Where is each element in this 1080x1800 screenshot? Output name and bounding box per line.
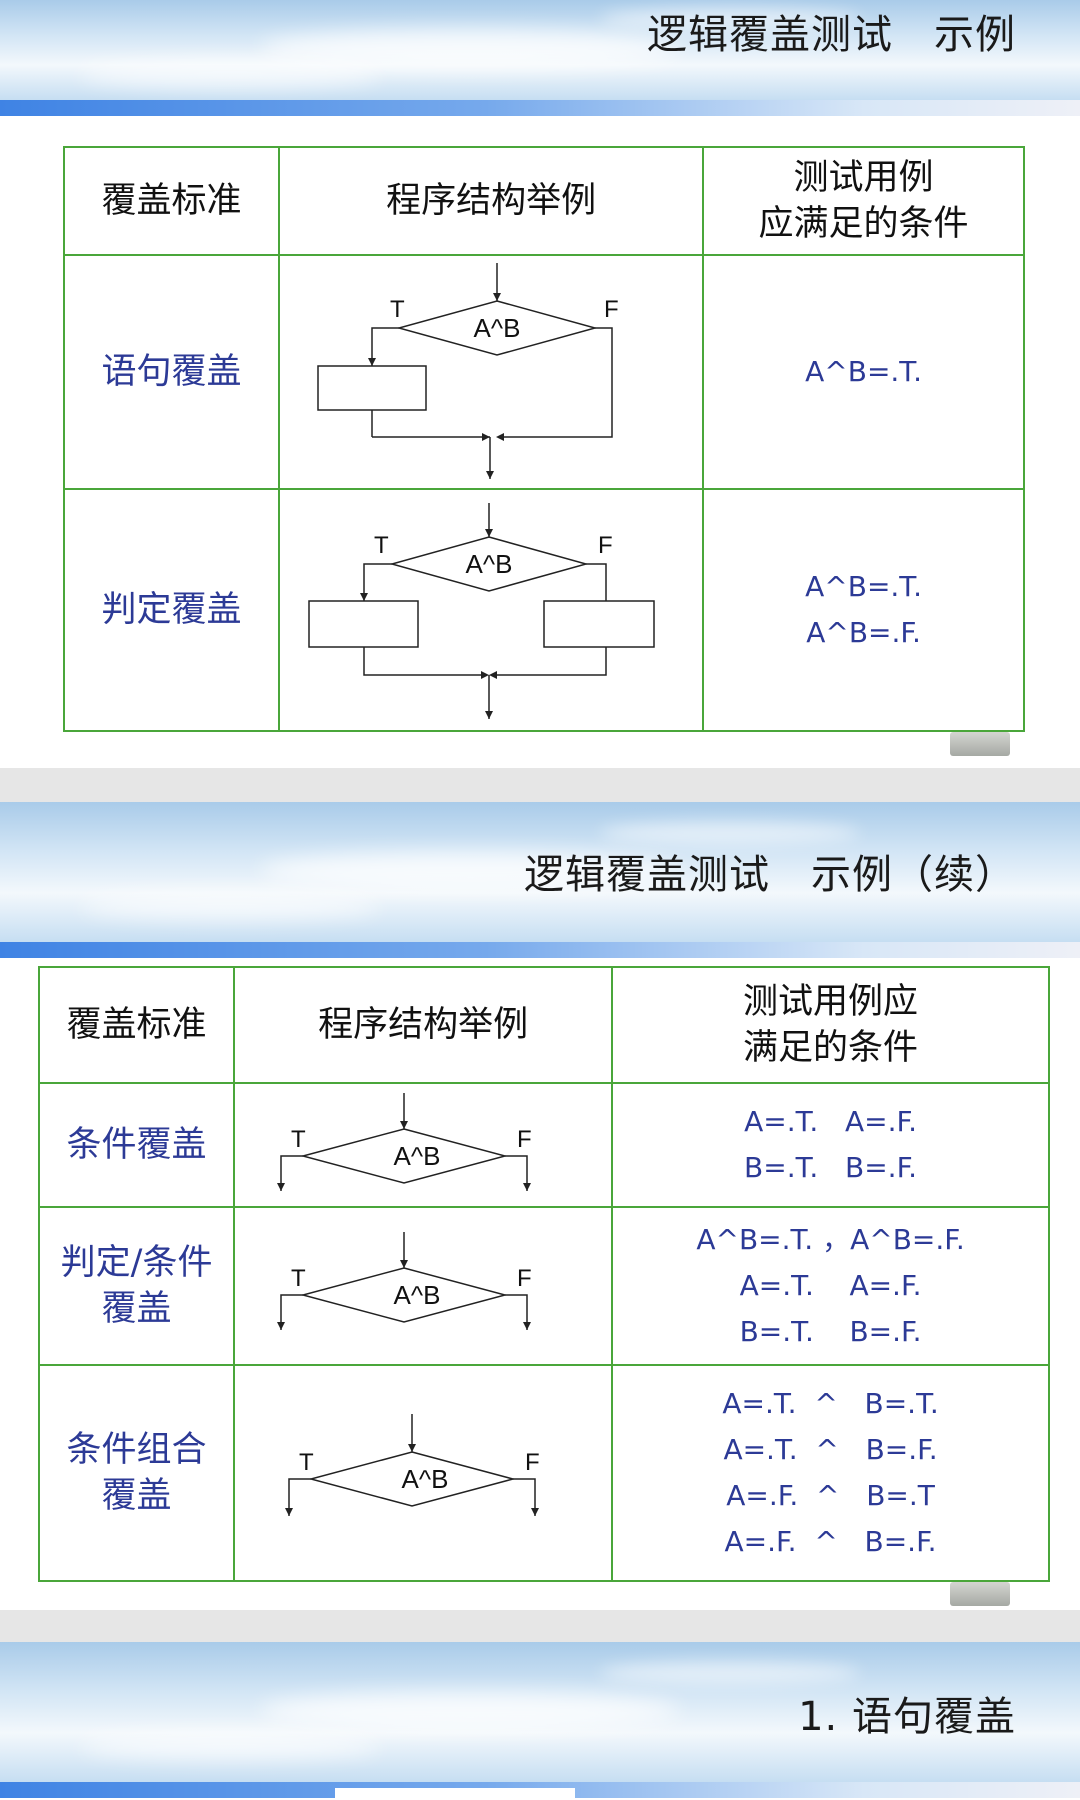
slide-2: 逻辑覆盖测试 示例（续） 覆盖标准 程序结构举例 测试用例应 满足的条件 条件覆… [0,802,1080,1610]
criterion-text: 语句覆盖 [101,352,242,392]
false-branch-label: F [517,1265,532,1292]
slide-2-header: 逻辑覆盖测试 示例（续） [0,802,1080,942]
slide-3: 1. 语句覆盖 [0,1642,1080,1800]
condition-line: B=.T. B=.F. [744,1151,918,1184]
diagram-label: A^B [394,1141,441,1171]
header-condition-line1: 测试用例应 [743,982,919,1022]
header-condition-line2: 应满足的条件 [758,204,969,244]
false-branch-label: F [604,296,619,323]
slide-1: 逻辑覆盖测试 示例 覆盖标准 程序结构举例 测试用例 应满足的条件 语句覆盖 [0,0,1080,768]
flowchart-decision-coverage: A^B T F [308,503,655,719]
header-condition-line1: 测试用例 [793,158,934,198]
flowchart-condition-coverage: A^B T F [277,1093,532,1191]
criterion-text-line2: 覆盖 [101,1289,172,1329]
header-structure-text: 程序结构举例 [386,181,597,221]
true-branch-label: T [390,296,405,323]
table-header-row: 覆盖标准 程序结构举例 测试用例应 满足的条件 [37,966,1050,1084]
criterion-text-line1: 判定/条件 [60,1243,213,1283]
condition-line: A^B=.T. [805,570,922,603]
book-stack-icon [950,732,1010,756]
slide-1-title: 逻辑覆盖测试 示例 [647,12,1016,58]
header-condition: 测试用例 应满足的条件 [702,146,1025,256]
criterion-text-line1: 条件组合 [66,1430,207,1470]
condition-cell: A=.T. ^ B=.T. A=.T. ^ B=.F. A=.F. ^ B=.T… [611,1364,1050,1582]
condition-cell: A^B=.T. [702,254,1025,490]
condition-cell: A^B=.T. A^B=.F. [702,488,1025,732]
table-row: 条件组合 覆盖 A^B T [37,1364,1050,1582]
diagram-label: A^B [466,549,513,579]
true-branch-label: T [291,1126,306,1153]
condition-line: A=.T. ^ B=.T. [722,1387,939,1420]
diagram-label: A^B [474,313,521,343]
slide-1-accent-bar [0,100,1080,116]
false-branch-label: F [598,532,613,559]
book-stack-icon [950,1582,1010,1606]
condition-cell: A=.T. A=.F. B=.T. B=.F. [611,1082,1050,1208]
slide-2-accent-bar [0,942,1080,958]
structure-cell: A^B T F [233,1364,614,1582]
structure-cell: A^B T F [233,1082,614,1208]
criterion-text: 判定覆盖 [101,590,242,630]
header-structure-text: 程序结构举例 [318,1005,529,1045]
condition-line: A^B=.T. [805,355,922,388]
criterion-cell: 语句覆盖 [62,254,281,490]
flowchart-decision-condition-coverage: A^B T F [277,1232,532,1330]
false-branch-label: F [517,1126,532,1153]
partial-content-box [335,1788,575,1800]
condition-cell: A^B=.T. ，A^B=.F. A=.T. A=.F. B=.T. B=.F. [611,1206,1050,1366]
condition-line: A^B=.F. [806,616,921,649]
header-criterion: 覆盖标准 [37,966,236,1084]
header-condition: 测试用例应 满足的条件 [611,966,1050,1084]
structure-cell: A^B T F [233,1206,614,1366]
flowchart-multiple-condition-coverage: A^B T F [285,1414,540,1516]
header-condition-line2: 满足的条件 [743,1028,919,1068]
criterion-cell: 条件组合 覆盖 [37,1364,236,1582]
true-branch-label: T [291,1265,306,1292]
slide-3-title: 1. 语句覆盖 [798,1694,1016,1740]
diagram-label: A^B [394,1280,441,1310]
slide-1-coverage-table: 覆盖标准 程序结构举例 测试用例 应满足的条件 语句覆盖 [62,146,1025,732]
true-branch-label: T [374,532,389,559]
condition-line: A=.T. A=.F. [744,1105,918,1138]
criterion-cell: 判定覆盖 [62,488,281,732]
table-header-row: 覆盖标准 程序结构举例 测试用例 应满足的条件 [62,146,1025,256]
criterion-text: 条件覆盖 [66,1125,207,1165]
false-branch-label: F [525,1449,540,1476]
slide-1-header: 逻辑覆盖测试 示例 [0,0,1080,100]
slide-3-header: 1. 语句覆盖 [0,1642,1080,1782]
criterion-cell: 条件覆盖 [37,1082,236,1208]
slide-2-coverage-table: 覆盖标准 程序结构举例 测试用例应 满足的条件 条件覆盖 [37,966,1050,1582]
table-row: 条件覆盖 A^B T F [37,1082,1050,1208]
header-criterion: 覆盖标准 [62,146,281,256]
condition-line: A=.T. A=.F. [739,1269,922,1302]
condition-line: A=.T. ^ B=.F. [723,1433,938,1466]
slide-2-title: 逻辑覆盖测试 示例（续） [524,852,1016,898]
structure-cell: A^B T F [278,254,705,490]
condition-line: A^B=.T. ，A^B=.F. [696,1223,965,1256]
criterion-text-line2: 覆盖 [101,1476,172,1516]
header-criterion-text: 覆盖标准 [101,181,242,221]
condition-line: A=.F. ^ B=.F. [724,1525,937,1558]
condition-line: A=.F. ^ B=.T [726,1479,935,1512]
header-structure: 程序结构举例 [278,146,705,256]
diagram-label: A^B [402,1464,449,1494]
table-row: 判定/条件 覆盖 A^B T [37,1206,1050,1366]
header-criterion-text: 覆盖标准 [66,1005,207,1045]
structure-cell: A^B T F [278,488,705,732]
table-row: 语句覆盖 [62,254,1025,490]
flowchart-statement-coverage: A^B T F [317,263,619,479]
header-structure: 程序结构举例 [233,966,614,1084]
true-branch-label: T [299,1449,314,1476]
condition-line: B=.T. B=.F. [739,1315,922,1348]
table-row: 判定覆盖 [62,488,1025,732]
criterion-cell: 判定/条件 覆盖 [37,1206,236,1366]
